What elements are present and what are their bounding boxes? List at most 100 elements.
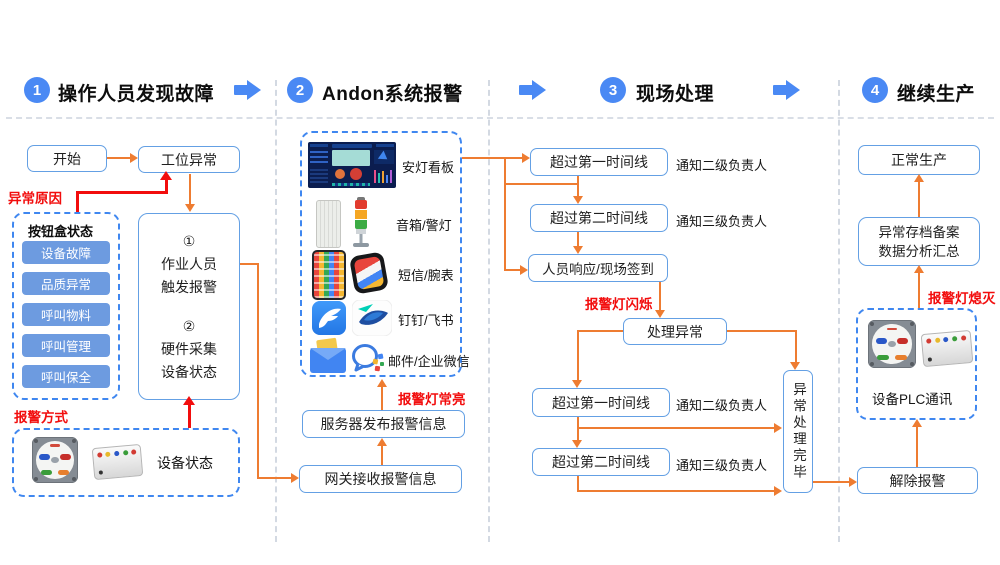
step-3-title: 现场处理: [636, 84, 715, 105]
feishu-icon: [352, 300, 392, 336]
device-status-label: 设备状态: [157, 455, 213, 471]
arrowhead: [774, 486, 782, 496]
line-trigger-to-gateway-2: [257, 263, 259, 478]
column-divider-2: [488, 80, 490, 542]
step-4-title: 继续生产: [897, 84, 976, 105]
arrow-station-to-trigger: [189, 174, 191, 205]
watch-icon: [348, 251, 390, 295]
arrowhead: [655, 310, 665, 318]
archive-line-1: 异常存档备案: [878, 224, 960, 240]
start-node: 开始: [27, 145, 107, 172]
line-rail-branch: [504, 183, 578, 185]
arrow-gateway-to-server: [381, 445, 383, 465]
line-t2b-down: [577, 476, 579, 492]
red-line-devices-to-trigger: [188, 404, 191, 428]
station-abnormal-node: 工位异常: [138, 146, 240, 173]
button-station-icon: [868, 320, 916, 368]
arrowhead: [377, 438, 387, 446]
respond-signin-node: 人员响应/现场签到: [528, 254, 668, 282]
abnormal-done-node: 异常处理完毕: [783, 370, 813, 493]
button-quality-abnormal: 品质异常: [22, 272, 110, 295]
line-t1b-to-done: [577, 427, 774, 429]
column-divider-3: [838, 80, 840, 542]
trigger-line-5: 硬件采集: [161, 340, 217, 357]
phone-icon: [312, 250, 346, 300]
normal-production-node: 正常生产: [858, 145, 980, 175]
notify-level3-note-b: 通知三级负责人: [676, 458, 768, 473]
step-1-badge: 1: [24, 77, 50, 103]
arrowhead: [520, 265, 528, 275]
handle-abnormal-node: 处理异常: [623, 318, 727, 345]
trigger-line-6: 设备状态: [161, 363, 217, 380]
alarm-flashing-label: 报警灯闪烁: [585, 297, 653, 312]
step-2-title: Andon系统报警: [322, 84, 463, 105]
red-line-cause-to-station: [165, 179, 168, 193]
arrow-release-to-plc: [916, 426, 918, 467]
gateway-receive-node: 网关接收报警信息: [299, 465, 462, 493]
trigger-line-2: 作业人员: [161, 255, 217, 272]
arrowhead: [522, 153, 530, 163]
archive-node: 异常存档备案 数据分析汇总: [858, 217, 980, 266]
red-line-cause-across: [76, 191, 168, 194]
step-3-badge: 3: [600, 77, 626, 103]
over-first-timeline-node-a: 超过第一时间线: [530, 148, 668, 176]
server-publish-node: 服务器发布报警信息: [302, 410, 465, 438]
line-rail-down: [504, 157, 506, 270]
line-rail-to-respond: [504, 269, 520, 271]
arrowhead: [912, 419, 922, 427]
line-trigger-to-gateway-1: [240, 263, 259, 265]
alarm-off-label: 报警灯熄灭: [928, 291, 996, 306]
line-handle-right: [727, 330, 797, 332]
notify-level2-note-b: 通知二级负责人: [676, 398, 768, 413]
channel-label-dashboard: 安灯看板: [402, 160, 455, 175]
arrowhead: [573, 246, 583, 254]
trigger-line-4: ②: [182, 317, 196, 334]
dingtalk-icon: [312, 301, 346, 335]
channel-label-mail-wechat: 邮件/企业微信: [388, 354, 470, 369]
step-arrow-icon: [773, 80, 801, 100]
arrowhead: [130, 153, 138, 163]
button-station-icon: [32, 437, 78, 483]
trigger-line-1: ①: [182, 232, 196, 249]
io-box-icon: [91, 443, 144, 481]
step-arrow-icon: [234, 80, 262, 100]
alarm-light-on-label: 报警灯常亮: [398, 392, 466, 407]
step-1-title: 操作人员发现故障: [58, 84, 215, 105]
header-divider: [6, 117, 994, 119]
button-box-title: 按钮盒状态: [28, 224, 94, 239]
trigger-line-3: 触发报警: [161, 278, 217, 295]
io-box-icon: [920, 329, 974, 368]
tower-light-icon: [350, 197, 372, 247]
column-divider-1: [275, 80, 277, 542]
button-call-material: 呼叫物料: [22, 303, 110, 326]
button-call-maintenance: 呼叫保全: [22, 365, 110, 388]
arrowhead: [183, 396, 195, 405]
arrow-t2-to-respond: [577, 232, 579, 246]
line-t1b-down: [577, 417, 579, 441]
step-4-badge: 4: [862, 77, 888, 103]
over-second-timeline-node-a: 超过第二时间线: [530, 204, 668, 232]
arrow-plc-to-archive: [918, 272, 920, 308]
arrow-t1-to-t2: [577, 176, 579, 196]
step-arrow-icon: [519, 80, 547, 100]
trigger-node: ① 作业人员 触发报警 ② 硬件采集 设备状态: [138, 213, 240, 400]
alarm-method-label: 报警方式: [14, 410, 68, 425]
release-alarm-node: 解除报警: [857, 467, 978, 494]
line-handle-left-down: [577, 330, 579, 380]
arrowhead: [573, 196, 583, 204]
over-second-timeline-node-b: 超过第二时间线: [532, 448, 670, 476]
arrowhead: [377, 379, 387, 387]
notify-level3-note-a: 通知三级负责人: [676, 214, 768, 229]
notify-level2-note-a: 通知二级负责人: [676, 158, 768, 173]
archive-line-2: 数据分析汇总: [878, 243, 960, 259]
channel-label-im: 钉钉/飞书: [398, 313, 454, 328]
arrow-respond-to-handle: [659, 282, 661, 310]
arrowhead: [774, 423, 782, 433]
line-t2b-to-done: [577, 490, 774, 492]
speaker-icon: [316, 200, 341, 248]
channel-label-sms: 短信/腕表: [398, 268, 454, 283]
abnormal-cause-label: 异常原因: [8, 191, 62, 206]
plc-label: 设备PLC通讯: [872, 392, 953, 407]
arrowhead: [291, 473, 299, 483]
